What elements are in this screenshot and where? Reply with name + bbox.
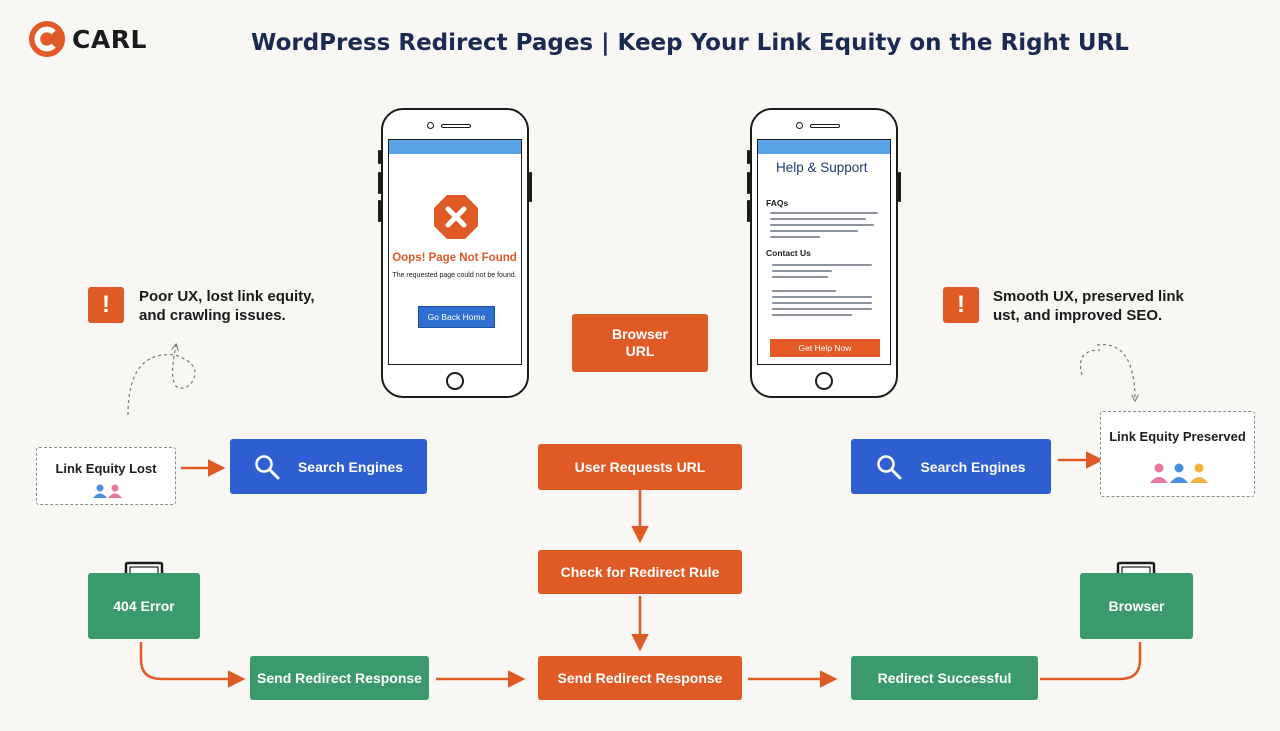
speaker-icon [441,124,471,128]
brand-name: CARL [72,24,147,54]
link-equity-lost-card: Link Equity Lost [36,447,176,505]
dashed-curve-left [127,345,196,416]
page-title: WordPress Redirect Pages | Keep Your Lin… [251,30,1129,56]
phone-404-screen: Oops! Page Not Found The requested page … [388,139,522,365]
camera-icon [427,122,434,129]
warning-icon: ! [943,287,979,323]
error-message: The requested page could not be found. [392,272,517,279]
arrow-success-to-browser [1040,642,1142,681]
contact-heading: Contact Us [766,248,811,258]
browser-url-node: Browser URL [572,314,708,372]
phone-404: Oops! Page Not Found The requested page … [378,108,532,398]
carl-logo-icon [28,20,66,58]
stop-x-icon [434,195,478,239]
brand-logo: CARL [28,20,147,58]
dashed-curve-right [1096,344,1135,400]
send-redirect-response-node-center: Send Redirect Response [538,656,742,700]
arrow-404-to-send [139,642,246,688]
go-back-home-button[interactable]: Go Back Home [418,306,495,328]
browser-node: Browser [1080,573,1193,639]
get-help-now-button[interactable]: Get Help Now [770,339,880,357]
search-icon [877,454,902,479]
speaker-icon [810,124,840,128]
right-note: Smooth UX, preserved link ust, and impro… [993,288,1184,324]
search-engines-node-left: Search Engines [230,439,427,494]
link-equity-preserved-label: Link Equity Preserved [1109,429,1246,444]
check-redirect-rule-node: Check for Redirect Rule [538,550,742,594]
search-icon [255,454,280,479]
warning-icon: ! [88,287,124,323]
link-equity-preserved-card: Link Equity Preserved [1100,411,1255,497]
home-button-icon [446,372,464,390]
link-equity-lost-label: Link Equity Lost [55,461,157,476]
people-icon [1150,463,1208,483]
left-note: Poor UX, lost link equity, and crawling … [139,288,315,324]
user-requests-url-node: User Requests URL [538,444,742,490]
home-button-icon [815,372,833,390]
faq-heading: FAQs [766,198,789,208]
error-heading: Oops! Page Not Found [392,252,517,264]
phone-help: Help & Support FAQs Contact Us Get Help … [747,108,901,398]
search-engines-node-right: Search Engines [851,439,1051,494]
camera-icon [796,122,803,129]
redirect-successful-node: Redirect Successful [851,656,1038,700]
error-404-node: 404 Error [88,573,200,639]
help-heading: Help & Support [776,160,868,175]
send-redirect-response-node-left: Send Redirect Response [250,656,429,700]
phone-help-screen: Help & Support FAQs Contact Us Get Help … [757,139,891,365]
people-icon [93,484,122,498]
